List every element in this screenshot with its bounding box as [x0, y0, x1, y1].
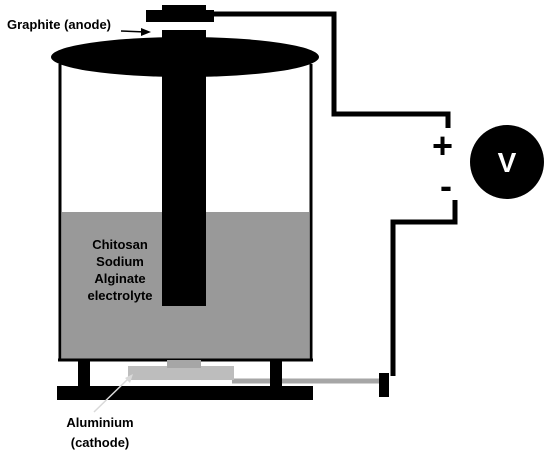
cathode-wire	[390, 200, 458, 376]
anode-wire	[212, 11, 451, 128]
electrolyte-label-line-3: Alginate	[94, 271, 146, 286]
cathode-label-line-2: (cathode)	[70, 435, 130, 450]
stand-right-leg	[270, 360, 282, 390]
electrolyte-label: Chitosan Sodium Alginate electrolyte	[72, 236, 168, 304]
electrolyte-label-line-2: Sodium	[96, 254, 144, 269]
cathode-label-arrowhead	[125, 374, 133, 383]
anode-cap-top	[162, 5, 206, 13]
cathode-label-arrow-line	[93, 376, 131, 413]
cathode-connector	[167, 360, 201, 368]
anode-label-arrowhead	[141, 28, 151, 36]
cathode-label: Aluminium (cathode)	[50, 413, 150, 453]
graphite-anode-rod	[162, 30, 206, 306]
anode-label: Graphite (anode)	[7, 17, 112, 32]
electrolyte-label-line-1: Chitosan	[92, 237, 148, 252]
cathode-terminal-post	[379, 373, 389, 397]
positive-terminal-sign: +	[432, 125, 454, 166]
electrolyte-label-line-4: electrolyte	[87, 288, 153, 303]
stand-left-leg	[78, 360, 90, 390]
voltmeter-circle	[470, 125, 544, 199]
negative-terminal-sign: -	[440, 165, 452, 206]
stand-base	[57, 386, 313, 400]
cathode-label-line-1: Aluminium	[66, 415, 134, 430]
aluminium-cathode-plate	[128, 366, 234, 380]
voltmeter-label: V	[497, 147, 517, 178]
